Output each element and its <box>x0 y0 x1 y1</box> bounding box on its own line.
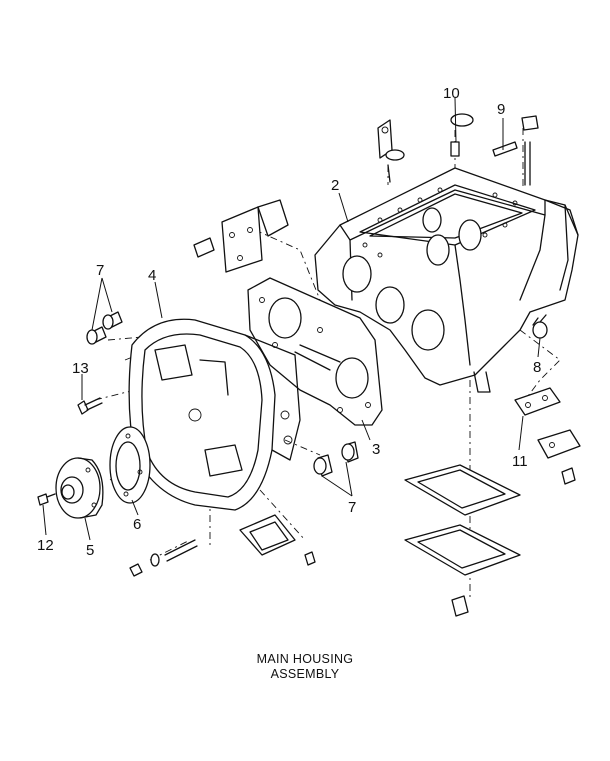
callout-12: 12 <box>37 537 54 554</box>
leader-lines <box>42 97 541 541</box>
bracket-11 <box>514 387 581 485</box>
dowel-pins-left <box>86 311 123 345</box>
callout-7-right: 7 <box>348 499 356 516</box>
breather-parts <box>377 113 539 186</box>
bolt-12 <box>37 493 56 506</box>
callout-8: 8 <box>533 359 541 376</box>
callout-13: 13 <box>72 360 89 377</box>
bearing-cover-part <box>55 457 104 519</box>
lower-cover-plate <box>239 514 316 566</box>
callout-6: 6 <box>133 516 141 533</box>
dowel-pins-right <box>313 441 359 477</box>
callout-2: 2 <box>331 177 339 194</box>
callout-10: 10 <box>443 85 460 102</box>
diagram-caption: MAIN HOUSING ASSEMBLY <box>0 652 610 682</box>
callout-3: 3 <box>372 441 380 458</box>
callout-11: 11 <box>512 453 528 470</box>
shift-bracket-top <box>193 199 289 273</box>
callouts: 2 3 4 5 6 7 7 8 9 10 11 12 13 <box>37 85 541 559</box>
cover-gasket-part <box>109 426 151 504</box>
bottom-cover-plates <box>404 464 521 617</box>
main-housing-part <box>314 167 579 393</box>
housing-bolt-holes <box>362 187 518 258</box>
bolt-13 <box>77 397 103 415</box>
callout-5: 5 <box>86 542 94 559</box>
callout-9: 9 <box>497 101 505 118</box>
plug-8 <box>532 314 548 339</box>
stud-nut-washer <box>129 539 198 577</box>
callout-7-left: 7 <box>96 262 104 279</box>
caption-line-1: MAIN HOUSING <box>256 652 354 666</box>
caption-line-2: ASSEMBLY <box>270 667 340 681</box>
bell-housing-part <box>128 318 301 511</box>
callout-4: 4 <box>148 267 156 284</box>
